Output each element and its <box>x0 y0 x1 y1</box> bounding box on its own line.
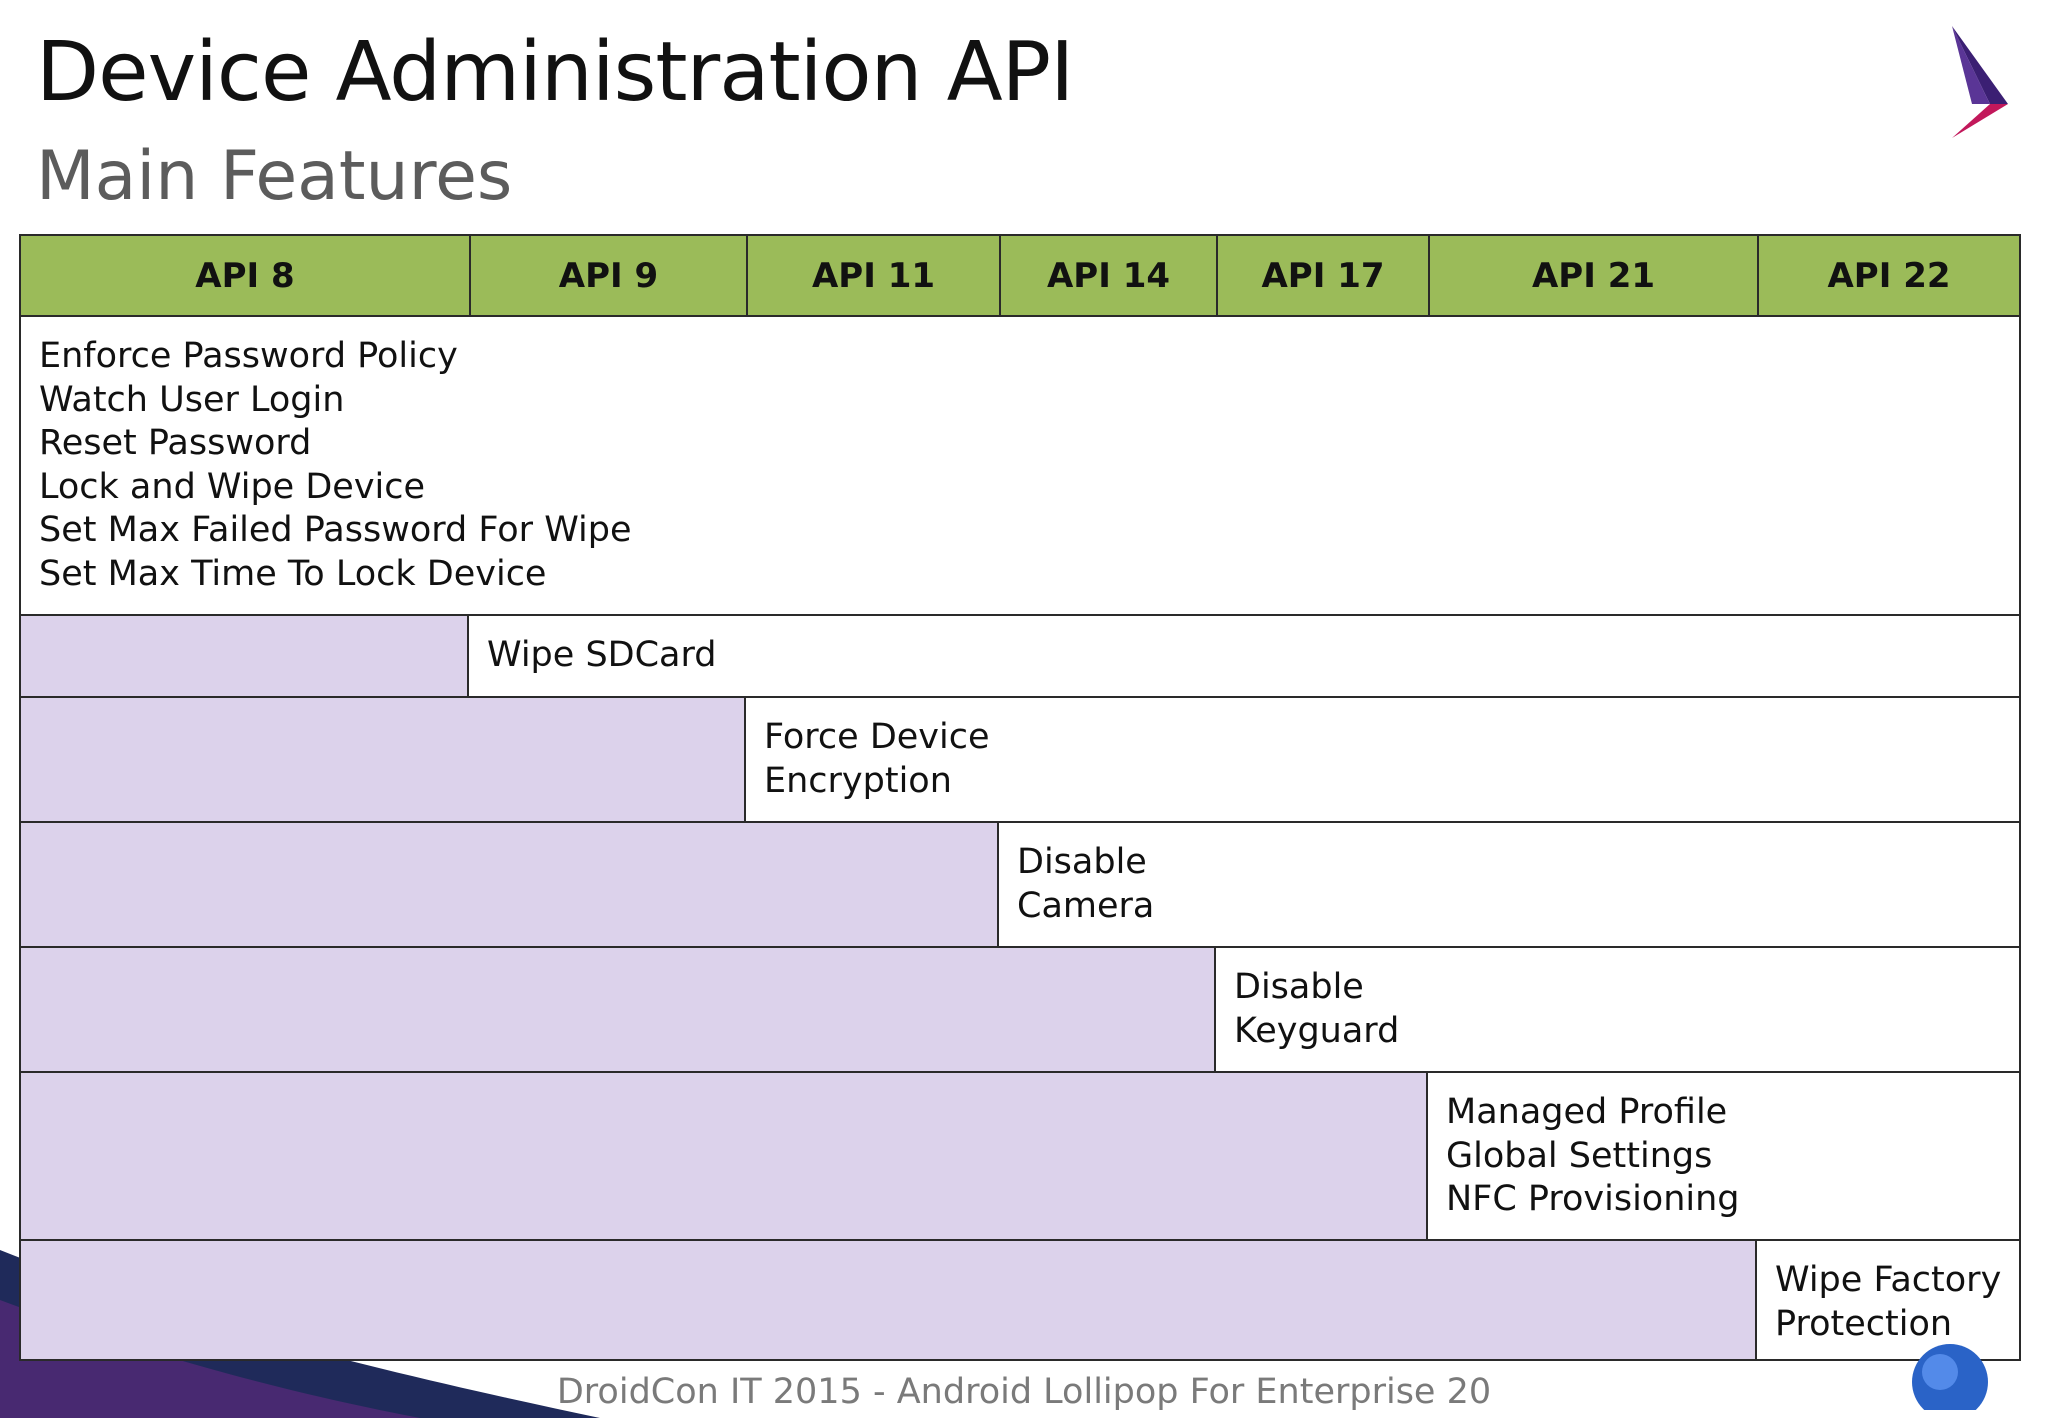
chevron-arrow-logo-icon <box>1952 26 2008 138</box>
column-header-api-11: API 11 <box>746 236 999 315</box>
feature-item: Disable <box>1017 842 1147 882</box>
column-header-api-21: API 21 <box>1428 236 1757 315</box>
feature-item: Wipe SDCard <box>487 635 717 675</box>
feature-item: Watch User Login <box>39 379 345 420</box>
slide-subtitle: Main Features <box>36 137 513 216</box>
unavailable-span <box>21 823 999 946</box>
unavailable-span <box>21 616 469 696</box>
feature-item: Global Settings <box>1446 1135 1713 1176</box>
slide-title: Device Administration API <box>36 25 1074 120</box>
feature-item: Force Device <box>764 717 990 757</box>
column-header-api-9: API 9 <box>469 236 746 315</box>
column-header-api-22: API 22 <box>1757 236 2019 315</box>
feature-item: Protection <box>1775 1303 1953 1344</box>
unavailable-span <box>21 1241 1757 1359</box>
feature-item: Disable <box>1234 967 1364 1007</box>
feature-item: Set Max Time To Lock Device <box>39 553 547 594</box>
feature-list: Wipe SDCard <box>487 634 716 678</box>
slide-footer: DroidCon IT 2015 - Android Lollipop For … <box>556 1372 1492 1412</box>
column-header-api-14: API 14 <box>999 236 1216 315</box>
feature-item: Camera <box>1017 885 1155 926</box>
feature-item: Lock and Wipe Device <box>39 466 426 507</box>
unavailable-span <box>21 1073 1428 1239</box>
feature-item: Enforce Password Policy <box>39 336 458 376</box>
feature-row: Wipe SDCard <box>21 616 2019 698</box>
unavailable-span <box>21 948 1216 1071</box>
feature-item: NFC Provisioning <box>1446 1179 1740 1219</box>
feature-item: Managed Profile <box>1446 1092 1728 1132</box>
feature-item: Keyguard <box>1234 1010 1400 1051</box>
feature-item: Wipe Factory <box>1775 1260 2002 1300</box>
column-header-api-17: API 17 <box>1216 236 1428 315</box>
mobile-security-lab-logo-icon <box>1912 1344 1988 1410</box>
feature-item: Reset Password <box>39 423 312 463</box>
unavailable-span <box>21 698 746 821</box>
feature-item: Set Max Failed Password For Wipe <box>39 510 632 550</box>
feature-item: Encryption <box>764 760 952 801</box>
column-header-api-8: API 8 <box>195 255 295 296</box>
